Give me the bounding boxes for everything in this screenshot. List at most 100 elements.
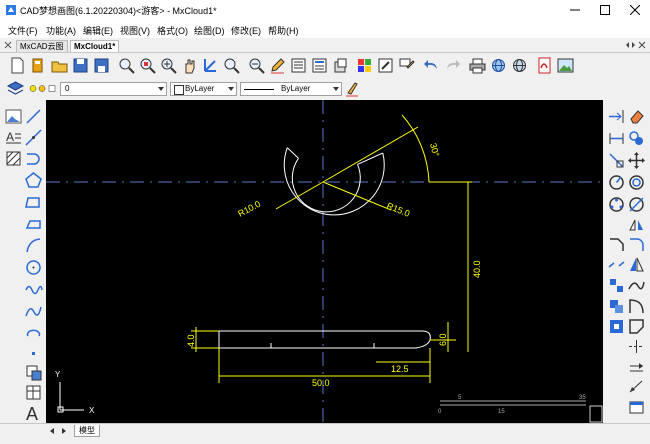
extend-tool-button[interactable]	[607, 107, 626, 126]
zoom-realtime-button[interactable]	[222, 56, 241, 75]
menu-file[interactable]: 文件(F)	[8, 26, 38, 36]
open-file-button[interactable]	[50, 56, 69, 75]
mirror-tool-button[interactable]	[627, 215, 646, 234]
layer-manager-button[interactable]	[289, 56, 308, 75]
offset-tool-button[interactable]	[627, 173, 646, 192]
menu-modify[interactable]: 修改(E)	[231, 26, 261, 36]
share-button[interactable]	[510, 56, 529, 75]
drawing-canvas[interactable]: R10.0 R15.0 30° 40.0 4.0 6.0 12.5 50.0 X…	[46, 100, 603, 423]
curve-tool-button[interactable]	[627, 276, 646, 295]
scale-tick-15: 15	[498, 409, 505, 415]
minimize-button[interactable]	[560, 0, 590, 20]
match-layer-button[interactable]	[343, 79, 362, 98]
stretch-tool-button[interactable]	[607, 129, 626, 148]
menu-view[interactable]: 视图(V)	[120, 26, 150, 36]
explode-icon	[610, 279, 623, 292]
color-select[interactable]: ByLayer	[170, 82, 237, 96]
break-tool-button[interactable]	[607, 255, 626, 274]
arc-icon	[26, 238, 41, 253]
join-tool-button[interactable]	[607, 297, 626, 316]
pan-button[interactable]	[180, 56, 199, 75]
tab-model[interactable]: 模型	[74, 425, 100, 437]
array-tool-button[interactable]	[607, 195, 626, 214]
tab-mxcad-cloud[interactable]: MxCAD云图	[16, 40, 68, 52]
menu-format[interactable]: 格式(O)	[157, 26, 188, 36]
erase-tool-button[interactable]	[627, 107, 646, 126]
arrow-tool-button[interactable]	[627, 357, 646, 376]
table-tool-button[interactable]	[24, 383, 43, 402]
save-icon	[73, 58, 88, 73]
copy-tool-button[interactable]	[627, 129, 646, 148]
rectangle-tool-button[interactable]	[24, 193, 43, 212]
layer-panel-button[interactable]	[6, 79, 25, 98]
line-tool-button[interactable]	[24, 107, 43, 126]
layer-select[interactable]: 0	[60, 82, 167, 96]
zoom-window-button[interactable]	[117, 56, 136, 75]
maximize-button[interactable]	[590, 0, 620, 20]
layer-state-icons[interactable]	[29, 84, 59, 93]
move-arrows-icon	[628, 152, 645, 169]
undo-button[interactable]	[422, 56, 441, 75]
menu-function[interactable]: 功能(A)	[46, 26, 76, 36]
revcloud-tool-button[interactable]	[24, 280, 43, 299]
circle-tool-button[interactable]	[24, 258, 43, 277]
export-pdf-button[interactable]	[535, 56, 554, 75]
tab-scroll-arrows-icon[interactable]	[624, 41, 646, 49]
polyline-arc-tool-button[interactable]	[24, 149, 43, 168]
zoom-in-button[interactable]	[159, 56, 178, 75]
explode-tool-button[interactable]	[607, 276, 626, 295]
chamfer-tool-button[interactable]	[607, 235, 626, 254]
navigation-corner-box[interactable]	[589, 405, 603, 423]
hatch-tool-button[interactable]	[4, 149, 23, 168]
edit-pen-button[interactable]	[268, 56, 287, 75]
arc-tool-button[interactable]	[24, 236, 43, 255]
image-tool-button[interactable]	[4, 107, 23, 126]
move-tool-button[interactable]	[627, 151, 646, 170]
open-template-button[interactable]	[29, 56, 48, 75]
print-button[interactable]	[468, 56, 487, 75]
menu-help[interactable]: 帮助(H)	[268, 26, 299, 36]
tab-mxcloud1[interactable]: MxCloud1*	[70, 40, 120, 52]
menu-edit[interactable]: 编辑(E)	[83, 26, 113, 36]
new-file-button[interactable]	[8, 56, 27, 75]
mtext-tool-button[interactable]: A	[4, 128, 23, 147]
xline-tool-button[interactable]	[24, 128, 43, 147]
save-as-button[interactable]	[92, 56, 111, 75]
point-tool-button[interactable]	[24, 344, 43, 363]
leader-tool-button[interactable]	[627, 377, 646, 396]
web-cloud-button[interactable]	[489, 56, 508, 75]
match-properties-button[interactable]	[376, 56, 395, 75]
properties-panel-button[interactable]	[627, 397, 646, 416]
brush-paint-icon	[346, 82, 358, 97]
dimension-tool-button[interactable]	[627, 337, 646, 356]
save-button[interactable]	[71, 56, 90, 75]
close-tab-icon[interactable]	[4, 41, 12, 49]
ucs-button[interactable]	[201, 56, 220, 75]
block-button[interactable]	[331, 56, 350, 75]
ellipse-arc-tool-button[interactable]	[24, 324, 43, 343]
layout-scroll-arrows-icon[interactable]	[47, 426, 69, 436]
group-tool-button[interactable]	[607, 317, 626, 336]
zoom-previous-button[interactable]	[247, 56, 266, 75]
linetype-select[interactable]: ByLayer	[240, 82, 342, 96]
region-tool-button[interactable]	[627, 317, 646, 336]
fillet-tool-button[interactable]	[627, 235, 646, 254]
mirror2-tool-button[interactable]	[627, 255, 646, 274]
polygon-tool-button[interactable]	[24, 171, 43, 190]
spline-curve-tool-button[interactable]	[24, 302, 43, 321]
lengthen-tool-button[interactable]	[627, 297, 646, 316]
text-tool-button[interactable]: A	[24, 403, 43, 424]
menu-draw[interactable]: 绘图(D)	[194, 26, 225, 36]
zoom-extents-button[interactable]	[138, 56, 157, 75]
scale-tool-button[interactable]	[607, 151, 626, 170]
trim-tool-button[interactable]	[627, 195, 646, 214]
redo-button[interactable]	[443, 56, 462, 75]
block-insert-tool-button[interactable]	[24, 363, 43, 382]
spline-tool-button[interactable]	[24, 214, 43, 233]
insert-image-button[interactable]	[556, 56, 575, 75]
color-button[interactable]	[355, 56, 374, 75]
brush-button[interactable]	[397, 56, 416, 75]
close-button[interactable]	[620, 0, 650, 20]
properties-button[interactable]	[310, 56, 329, 75]
rotate-tool-button[interactable]	[607, 173, 626, 192]
